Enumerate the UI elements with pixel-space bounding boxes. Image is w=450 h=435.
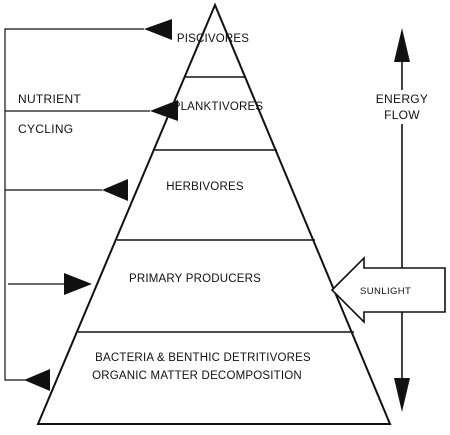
level-label-herbivores: HERBIVORES [166, 181, 244, 193]
level-label-decomposition: ORGANIC MATTER DECOMPOSITION [92, 370, 302, 382]
energy-flow-up-arrow-icon [394, 28, 410, 62]
energy-caption-line1: ENERGY [376, 92, 428, 106]
sunlight-arrow-icon [330, 256, 446, 324]
pyramid-outline [36, 2, 392, 425]
arrow-to-left-bacteria-icon [24, 369, 50, 391]
arrow-to-left-herbivores-icon [102, 179, 128, 201]
nutrient-caption-line1: NUTRIENT [18, 92, 81, 106]
arrow-to-left-piscivores-icon [144, 19, 172, 40]
arrow-to-left-planktivores-icon [150, 100, 178, 121]
level-label-bacteria: BACTERIA & BENTHIC DETRITIVORES [95, 352, 311, 364]
energy-flow-down-arrow-icon [394, 378, 410, 412]
level-label-piscivores: PISCIVORES [177, 33, 249, 45]
nutrient-cycling-loop [4, 28, 144, 381]
sunlight-label: SUNLIGHT [360, 286, 411, 297]
level-label-planktivores: PLANKTIVORES [173, 101, 264, 113]
energy-caption-line2: FLOW [384, 108, 420, 122]
nutrient-caption-line2: CYCLING [18, 122, 73, 136]
level-label-primary-producers: PRIMARY PRODUCERS [129, 273, 261, 285]
arrow-to-right-producers-icon [64, 273, 92, 295]
